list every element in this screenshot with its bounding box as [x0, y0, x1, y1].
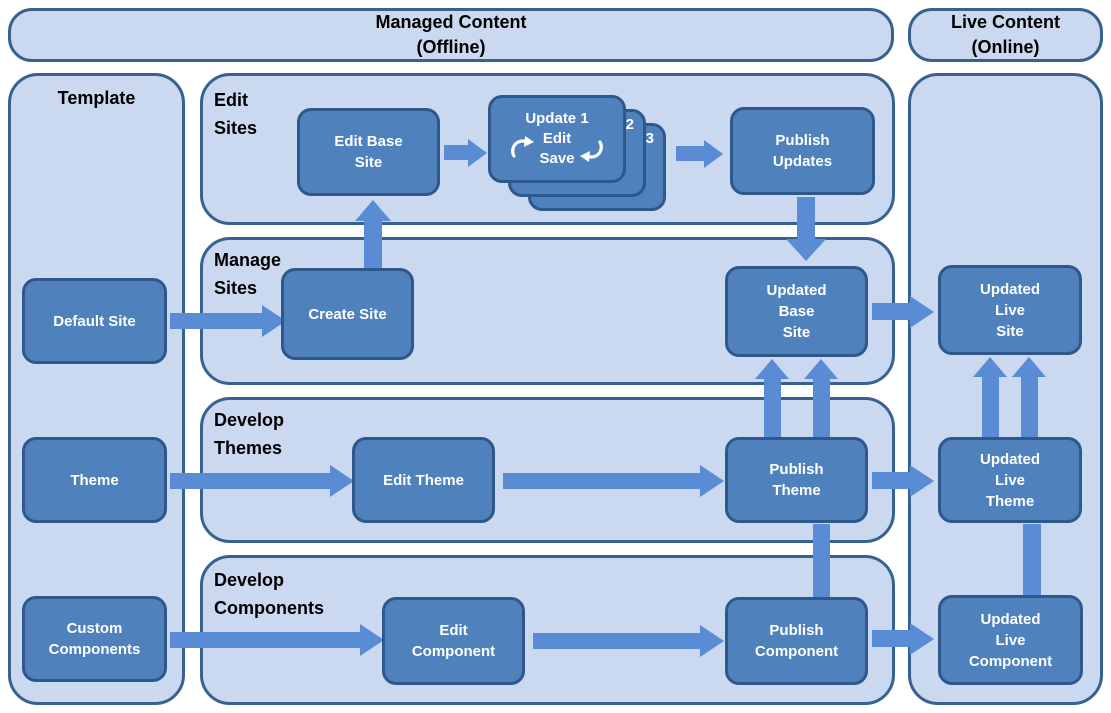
- node-publish-updates: Publish Updates: [730, 107, 875, 195]
- node-updated-live-site-label: Updated Live Site: [980, 280, 1040, 340]
- develop-themes-label: Develop Themes: [214, 410, 285, 458]
- node-publish-component-label: Publish Component: [754, 622, 839, 660]
- update-stack-badge-2: 2: [625, 116, 634, 133]
- node-edit-base-site-label: Edit Base Site: [334, 133, 403, 171]
- node-publish-theme: Publish Theme: [725, 437, 868, 523]
- node-default-site: Default Site: [22, 278, 167, 364]
- node-edit-base-site: Edit Base Site: [297, 108, 440, 196]
- node-updated-live-site: Updated Live Site: [938, 265, 1082, 355]
- node-publish-theme-label: Publish Theme: [769, 461, 824, 499]
- node-updated-live-component-label: Updated Live Component: [968, 610, 1053, 670]
- update-stack-badge-3: 3: [645, 130, 654, 147]
- node-updated-base-site-label: Updated Base Site: [766, 282, 827, 341]
- node-edit-component-label: Edit Component: [411, 622, 496, 660]
- node-updated-live-component: Updated Live Component: [938, 595, 1083, 685]
- live-content-header-label: Live Content (Online): [950, 12, 1060, 57]
- edit-sites-label: Edit Sites: [214, 90, 258, 138]
- node-edit-theme-label: Edit Theme: [383, 471, 464, 489]
- node-updated-live-theme-label: Updated Live Theme: [980, 450, 1040, 510]
- cycle-arrow-right-icon: [579, 140, 603, 162]
- node-theme: Theme: [22, 437, 167, 523]
- develop-components-label: Develop Components: [214, 570, 324, 618]
- node-updated-live-theme: Updated Live Theme: [938, 437, 1082, 523]
- node-edit-component: Edit Component: [382, 597, 525, 685]
- update-stack-title: Update 1: [525, 110, 589, 127]
- managed-content-header: Managed Content (Offline): [8, 8, 894, 62]
- node-custom-components-label: Custom Components: [48, 620, 141, 658]
- update-stack-step-edit: Edit: [542, 130, 572, 147]
- manage-sites-label: Manage Sites: [214, 250, 282, 298]
- node-create-site: Create Site: [281, 268, 414, 360]
- node-edit-theme: Edit Theme: [352, 437, 495, 523]
- node-publish-component: Publish Component: [725, 597, 868, 685]
- node-theme-label: Theme: [70, 471, 119, 489]
- cycle-arrow-left-icon: [511, 136, 535, 158]
- node-updated-base-site: Updated Base Site: [725, 266, 868, 357]
- node-create-site-label: Create Site: [308, 305, 387, 323]
- managed-content-header-label: Managed Content (Offline): [375, 12, 527, 57]
- live-content-header: Live Content (Online): [908, 8, 1103, 62]
- update-stack-step-save: Save: [539, 150, 575, 167]
- node-default-site-label: Default Site: [53, 312, 136, 330]
- template-panel-label: Template: [57, 88, 136, 108]
- node-publish-updates-label: Publish Updates: [772, 132, 833, 170]
- node-custom-components: Custom Components: [22, 596, 167, 682]
